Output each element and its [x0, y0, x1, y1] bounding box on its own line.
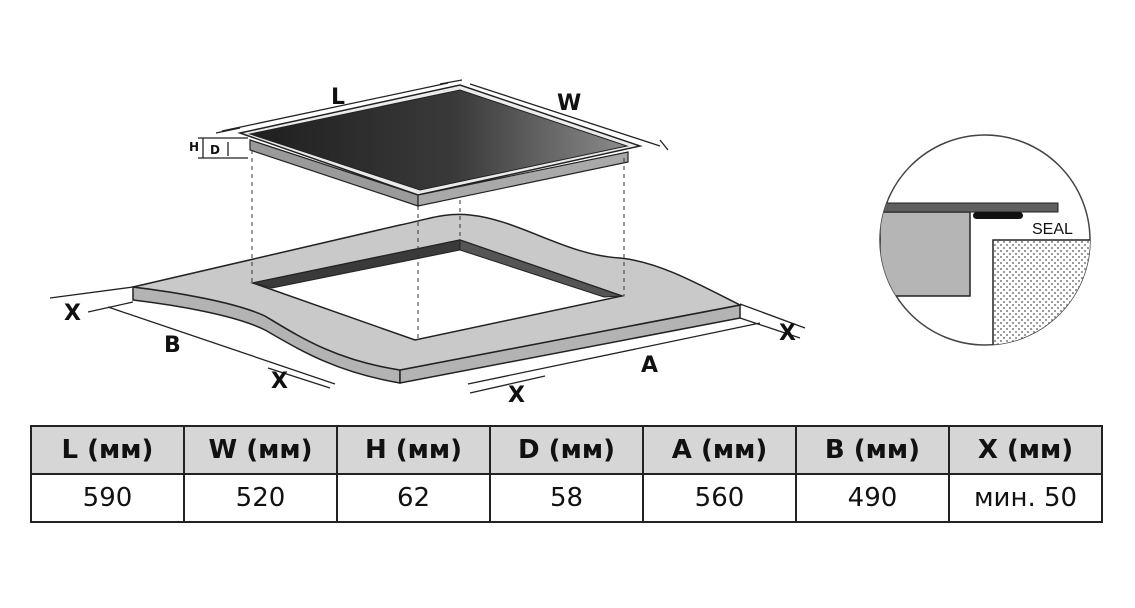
header-cell-d: D (мм) — [489, 425, 644, 475]
installation-diagram: L W H D X B X A X X SEAL — [49, 79, 1091, 408]
dim-label-w: W — [557, 91, 581, 116]
dimension-lines — [49, 79, 806, 394]
value-cell-d: 58 — [489, 473, 644, 523]
dim-label-x-left: X — [64, 301, 81, 326]
dim-label-d: D — [210, 143, 220, 157]
header-cell-l: L (мм) — [30, 425, 185, 475]
header-cell-a: A (мм) — [642, 425, 797, 475]
header-cell-x: X (мм) — [948, 425, 1103, 475]
dim-label-b: B — [164, 333, 181, 358]
value-cell-b: 490 — [795, 473, 950, 523]
header-cell-b: B (мм) — [795, 425, 950, 475]
dimensions-table: L (мм) W (мм) H (мм) D (мм) A (мм) B (мм… — [30, 425, 1103, 523]
seal-detail: SEAL — [879, 134, 1091, 346]
header-cell-h: H (мм) — [336, 425, 491, 475]
dim-label-l: L — [331, 85, 345, 110]
dim-label-a: A — [641, 353, 658, 378]
dim-label-x-right: X — [779, 321, 796, 346]
seal-label: SEAL — [1032, 221, 1073, 238]
hob — [237, 84, 643, 207]
dim-label-x-front-left: X — [271, 369, 288, 394]
value-cell-l: 590 — [30, 473, 185, 523]
dim-label-h: H — [189, 140, 199, 154]
projection-lines — [251, 150, 625, 340]
header-cell-w: W (мм) — [183, 425, 338, 475]
value-cell-x: мин. 50 — [948, 473, 1103, 523]
countertop — [132, 213, 743, 384]
table-value-row: 590 520 62 58 560 490 мин. 50 — [30, 473, 1103, 523]
value-cell-h: 62 — [336, 473, 491, 523]
table-header-row: L (мм) W (мм) H (мм) D (мм) A (мм) B (мм… — [30, 425, 1103, 475]
dim-label-x-front-right: X — [508, 383, 525, 408]
value-cell-w: 520 — [183, 473, 338, 523]
value-cell-a: 560 — [642, 473, 797, 523]
